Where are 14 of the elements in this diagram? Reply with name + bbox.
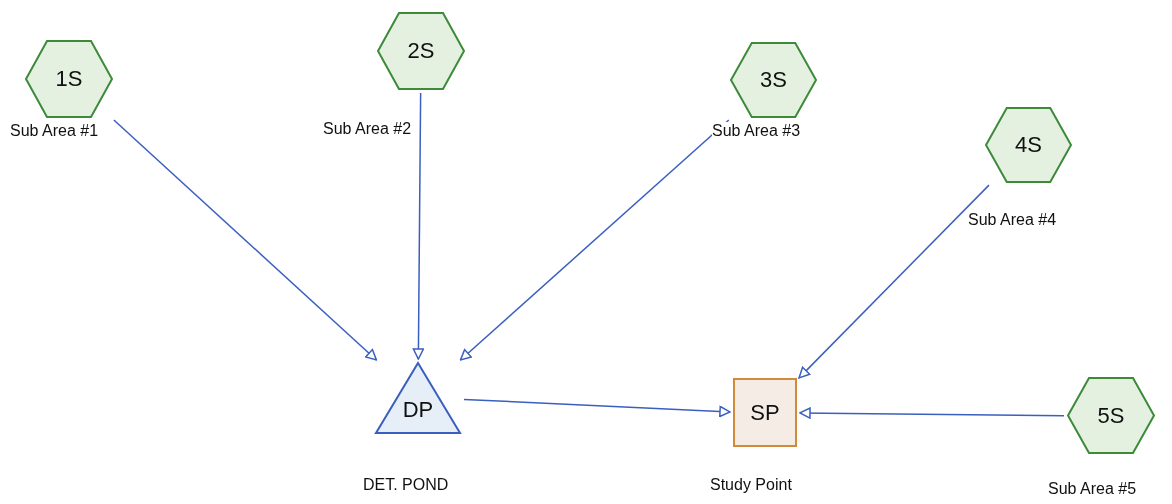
node-label: SP (750, 399, 780, 426)
flow-arrow (799, 407, 1065, 419)
node-label: 5S (1097, 402, 1125, 429)
flow-arrow (412, 92, 425, 360)
flow-arrow (113, 119, 378, 361)
node-label: 4S (1015, 132, 1042, 158)
flow-arrow (798, 184, 990, 379)
flow-arrow (463, 398, 731, 418)
flow-arrow (459, 119, 730, 361)
node-label: 2S (407, 38, 435, 64)
node-label: 1S (55, 66, 83, 92)
node-label: 3S (760, 67, 787, 93)
node-caption: Study Point (710, 476, 792, 494)
node-label: DP (402, 396, 434, 423)
